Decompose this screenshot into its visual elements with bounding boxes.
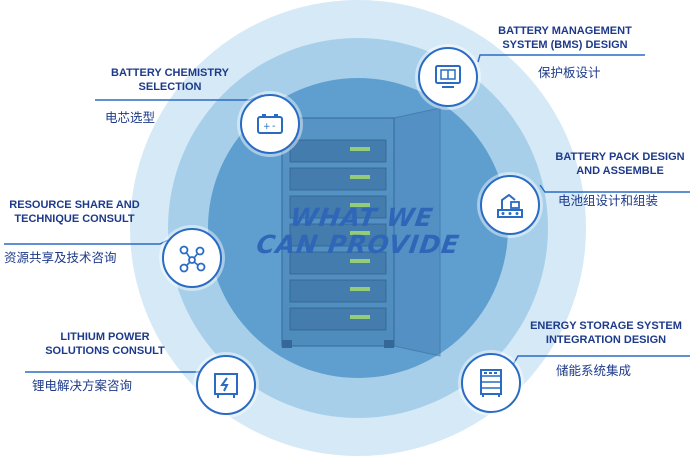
storage-cabinet-icon bbox=[480, 369, 502, 397]
battery-chemistry-title: BATTERY CHEMISTRY SELECTION bbox=[96, 66, 244, 94]
lithium-power-cn: 锂电解决方案咨询 bbox=[32, 378, 133, 393]
resource-share-cn: 资源共享及技术咨询 bbox=[4, 250, 117, 265]
battery-pack-title-line1: BATTERY PACK DESIGN bbox=[555, 151, 685, 163]
resource-share-title: RESOURCE SHARE AND TECHNIQUE CONSULT bbox=[2, 198, 147, 226]
lithium-power-node bbox=[196, 355, 256, 415]
battery-pack-node bbox=[480, 175, 540, 235]
bms-design-node bbox=[418, 47, 478, 107]
center-title-line2: CAN PROVIDE bbox=[254, 230, 462, 259]
battery-pack-title-line2: AND ASSEMBLE bbox=[576, 165, 664, 177]
battery-pack-cn: 电池组设计和组装 bbox=[558, 193, 659, 208]
monitor-icon bbox=[435, 65, 461, 88]
battery-cabinet-illustration bbox=[281, 107, 441, 357]
battery-icon: + - bbox=[257, 114, 283, 134]
lithium-power-title: LITHIUM POWER SOLUTIONS CONSULT bbox=[30, 330, 180, 358]
bms-design-title-line1: BATTERY MANAGEMENT bbox=[498, 25, 632, 37]
resource-share-title-line1: RESOURCE SHARE AND bbox=[9, 199, 140, 211]
bms-design-title-line2: SYSTEM (BMS) DESIGN bbox=[502, 39, 628, 51]
battery-chemistry-title-line2: SELECTION bbox=[138, 81, 202, 93]
energy-storage-cn: 储能系统集成 bbox=[556, 363, 632, 378]
svg-text:+: + bbox=[263, 122, 271, 132]
assembly-factory-icon bbox=[497, 193, 523, 218]
center-title-line1: WHAT WE bbox=[288, 203, 436, 232]
bms-design-title: BATTERY MANAGEMENT SYSTEM (BMS) DESIGN bbox=[480, 24, 650, 52]
battery-pack-title: BATTERY PACK DESIGN AND ASSEMBLE bbox=[548, 150, 692, 178]
battery-chemistry-node: + - bbox=[240, 94, 300, 154]
resource-share-title-line2: TECHNIQUE CONSULT bbox=[14, 213, 135, 225]
network-nodes-icon bbox=[179, 245, 206, 273]
power-panel-icon bbox=[214, 373, 238, 398]
lithium-power-title-line1: LITHIUM POWER bbox=[60, 331, 150, 343]
center-title: WHAT WE CAN PROVIDE bbox=[196, 203, 524, 259]
resource-share-node bbox=[162, 228, 222, 288]
battery-chemistry-cn: 电芯选型 bbox=[105, 110, 156, 125]
energy-storage-title: ENERGY STORAGE SYSTEM INTEGRATION DESIGN bbox=[520, 319, 692, 347]
bms-design-cn: 保护板设计 bbox=[538, 65, 601, 80]
battery-chemistry-title-line1: BATTERY CHEMISTRY bbox=[111, 67, 229, 79]
lithium-power-title-line2: SOLUTIONS CONSULT bbox=[45, 345, 165, 357]
energy-storage-title-line1: ENERGY STORAGE SYSTEM bbox=[530, 320, 682, 332]
svg-text:-: - bbox=[272, 121, 276, 132]
energy-storage-node bbox=[461, 353, 521, 413]
energy-storage-title-line2: INTEGRATION DESIGN bbox=[545, 334, 667, 346]
